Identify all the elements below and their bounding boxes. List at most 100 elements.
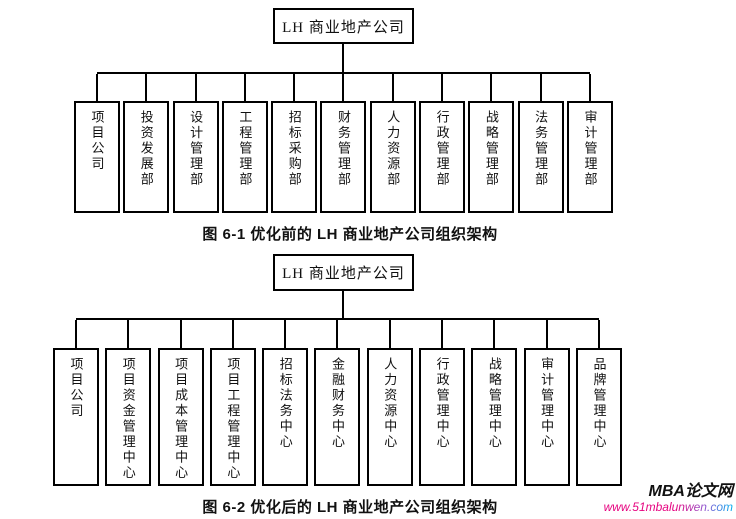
dept-label: 人力资源部 <box>385 110 401 188</box>
watermark: MBA论文网 www.51mbalunwen.com <box>604 483 733 514</box>
dept-label: 战略管理中心 <box>486 357 502 450</box>
dept-box: 工程管理部 <box>221 101 268 213</box>
dept-cell: 行政管理部 <box>419 74 466 213</box>
dept-label: 行政管理中心 <box>434 357 450 450</box>
dept-box: 战略管理中心 <box>471 348 518 486</box>
dept-cell: 项目工程管理中心 <box>209 320 256 486</box>
dept-label: 金融财务中心 <box>329 357 345 450</box>
dept-cell: 审计管理部 <box>566 74 613 213</box>
dept-box: 战略管理部 <box>468 101 515 213</box>
org-root-box-before: LH 商业地产公司 <box>273 8 414 44</box>
watermark-site-name: MBA论文网 <box>648 483 733 500</box>
dept-label: 审计管理部 <box>582 110 598 188</box>
dept-cell: 战略管理部 <box>468 74 515 213</box>
connector-root-vertical <box>342 291 344 318</box>
dept-cell: 审计管理中心 <box>523 320 570 486</box>
dept-cell: 投资发展部 <box>123 74 170 213</box>
dept-cell: 财务管理部 <box>320 74 367 213</box>
figure-caption-before: 图 6-1 优化前的 LH 商业地产公司组织架构 <box>202 226 498 243</box>
connector-stub <box>127 320 130 348</box>
department-row-before: 项目公司 投资发展部 设计管理部 工程管理部 招标采购部 <box>74 74 613 213</box>
dept-box: 项目资金管理中心 <box>105 348 152 486</box>
dept-box: 项目工程管理中心 <box>209 348 256 486</box>
org-root-box-after: LH 商业地产公司 <box>273 254 414 291</box>
dept-cell: 项目公司 <box>53 320 99 486</box>
dept-box: 人力资源部 <box>369 101 416 213</box>
connector-stub <box>75 320 77 348</box>
connector-stub <box>391 74 394 101</box>
dept-box: 审计管理部 <box>566 101 613 213</box>
connector-stub <box>597 320 600 348</box>
connector-stub <box>588 74 591 101</box>
dept-box: 项目公司 <box>53 348 99 486</box>
connector-stub <box>342 74 345 101</box>
dept-label: 招标采购部 <box>286 110 302 188</box>
dept-cell: 项目公司 <box>74 74 120 213</box>
dept-cell: 人力资源部 <box>369 74 416 213</box>
dept-cell: 招标法务中心 <box>262 320 309 486</box>
dept-box: 招标法务中心 <box>262 348 309 486</box>
dept-box: 行政管理部 <box>419 101 466 213</box>
dept-cell: 人力资源中心 <box>366 320 413 486</box>
connector-horizontal <box>76 318 599 320</box>
dept-cell: 项目资金管理中心 <box>105 320 152 486</box>
dept-box: 金融财务中心 <box>314 348 361 486</box>
dept-label: 项目公司 <box>89 110 105 172</box>
connector-stub <box>545 320 548 348</box>
org-root-label: LH 商业地产公司 <box>282 266 405 282</box>
dept-box: 人力资源中心 <box>366 348 413 486</box>
connector-stub <box>179 320 182 348</box>
dept-box: 审计管理中心 <box>523 348 570 486</box>
connector-stub <box>145 74 148 101</box>
connector-stub <box>539 74 542 101</box>
connector-stub <box>441 74 444 101</box>
dept-label: 法务管理部 <box>533 110 549 188</box>
dept-label: 行政管理部 <box>434 110 450 188</box>
connector-stub <box>231 320 234 348</box>
dept-cell: 行政管理中心 <box>419 320 466 486</box>
dept-label: 项目成本管理中心 <box>173 357 189 481</box>
dept-box: 项目公司 <box>74 101 120 213</box>
dept-cell: 法务管理部 <box>517 74 564 213</box>
org-root-label: LH 商业地产公司 <box>282 19 405 36</box>
dept-cell: 工程管理部 <box>221 74 268 213</box>
dept-box: 投资发展部 <box>123 101 170 213</box>
dept-cell: 设计管理部 <box>172 74 219 213</box>
connector-stub <box>490 74 493 101</box>
connector-stub <box>493 320 496 348</box>
dept-cell: 招标采购部 <box>271 74 318 213</box>
dept-box: 招标采购部 <box>271 101 318 213</box>
department-row-after: 项目公司 项目资金管理中心 项目成本管理中心 项目工程管理中心 招标法务中心 <box>53 320 622 486</box>
dept-label: 项目资金管理中心 <box>120 357 136 481</box>
watermark-site-url: www.51mbalunwen.com <box>603 499 733 514</box>
connector-stub <box>441 320 444 348</box>
dept-label: 品牌管理中心 <box>591 357 607 450</box>
dept-label: 财务管理部 <box>335 110 351 188</box>
connector-horizontal <box>97 72 590 74</box>
dept-label: 项目公司 <box>68 357 84 419</box>
connector-stub <box>243 74 246 101</box>
dept-label: 招标法务中心 <box>277 357 293 450</box>
connector-stub <box>194 74 197 101</box>
connector-stub <box>284 320 287 348</box>
dept-box: 行政管理中心 <box>419 348 466 486</box>
dept-cell: 项目成本管理中心 <box>157 320 204 486</box>
dept-label: 设计管理部 <box>188 110 204 188</box>
dept-box: 法务管理部 <box>517 101 564 213</box>
connector-stub <box>336 320 339 348</box>
dept-label: 工程管理部 <box>237 110 253 188</box>
connector-stub <box>293 74 296 101</box>
connector-root-vertical <box>342 44 344 72</box>
dept-box: 项目成本管理中心 <box>157 348 204 486</box>
dept-box: 财务管理部 <box>320 101 367 213</box>
dept-label: 人力资源中心 <box>382 357 398 450</box>
connector-stub <box>388 320 391 348</box>
dept-label: 项目工程管理中心 <box>225 357 241 481</box>
connector-stub <box>96 74 98 101</box>
dept-label: 投资发展部 <box>138 110 154 188</box>
dept-cell: 品牌管理中心 <box>575 320 622 486</box>
dept-label: 战略管理部 <box>483 110 499 188</box>
figure-caption-after: 图 6-2 优化后的 LH 商业地产公司组织架构 <box>202 499 498 516</box>
dept-cell: 战略管理中心 <box>471 320 518 486</box>
